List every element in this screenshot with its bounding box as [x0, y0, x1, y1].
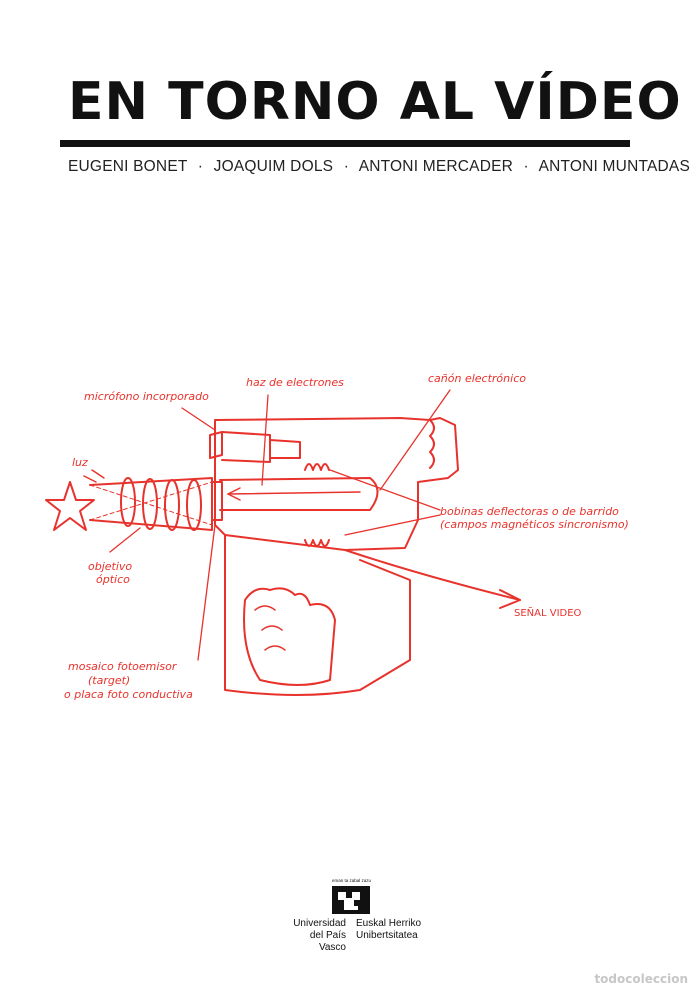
- university-name-es-line: Universidad: [293, 918, 346, 929]
- label-target-1: mosaico fotoemisor: [68, 660, 178, 673]
- label-electron-gun: cañón electrónico: [428, 372, 526, 385]
- leader-line: [197, 524, 216, 661]
- university-name-es: Universidad del País Vasco: [284, 918, 346, 954]
- video-signal-cable: [344, 549, 521, 601]
- optical-rays: [89, 481, 213, 526]
- university-name-es-line: del País Vasco: [309, 930, 346, 953]
- viewfinder-housing: [269, 439, 301, 459]
- leader-line: [379, 389, 451, 491]
- lens-element: [120, 477, 136, 527]
- label-video-signal: SEÑAL VIDEO: [514, 606, 582, 619]
- handle-outline: [224, 534, 411, 696]
- label-lens-1: objetivo: [88, 560, 132, 573]
- lens-element: [164, 479, 180, 531]
- light-rays: [83, 469, 105, 483]
- label-electron-beam: haz de electrones: [246, 376, 344, 389]
- label-target-3: o placa foto conductiva: [64, 688, 193, 701]
- university-motto: eman ta zabal zazu: [332, 878, 372, 883]
- book-title: EN TORNO AL VÍDEO: [68, 72, 682, 132]
- author-list: EUGENI BONET · JOAQUIM DOLS · ANTONI MER…: [68, 158, 690, 176]
- light-star-icon: [45, 481, 95, 531]
- label-target-2: (target): [88, 674, 130, 687]
- author-separator: ·: [343, 158, 350, 175]
- author-separator: ·: [523, 158, 529, 175]
- title-rule: [60, 140, 630, 147]
- label-coils-2: (campos magnéticos sincronismo): [440, 518, 629, 531]
- author-name: EUGENI BONET: [68, 158, 188, 175]
- university-name-eu: Euskal Herriko Unibertsitatea: [356, 918, 421, 942]
- leader-line: [329, 469, 441, 536]
- camera-body-outline: [214, 417, 459, 551]
- lens-element: [142, 478, 158, 530]
- university-name-eu-line: Unibertsitatea: [356, 930, 418, 941]
- label-microphone: micrófono incorporado: [84, 390, 209, 403]
- deflection-coil-top: [304, 463, 330, 471]
- hand-drawing: [243, 587, 336, 686]
- deflection-coil-bottom: [304, 539, 330, 547]
- label-light: luz: [72, 456, 88, 469]
- target-plate: [211, 481, 223, 521]
- author-name: JOAQUIM DOLS: [213, 158, 334, 175]
- watermark: todocoleccion: [594, 972, 688, 986]
- microphone-housing: [221, 431, 271, 463]
- label-coils-1: bobinas deflectoras o de barrido: [440, 505, 619, 518]
- leader-line: [181, 407, 216, 431]
- label-lens-2: óptico: [96, 573, 130, 586]
- signal-arrow: [499, 589, 521, 609]
- leader-line: [109, 527, 141, 553]
- leader-line: [261, 394, 269, 486]
- author-name: ANTONI MERCADER: [358, 158, 514, 175]
- hand-fingers: [254, 605, 286, 651]
- lens-barrel: [89, 477, 213, 531]
- electron-beam-line: [227, 491, 361, 495]
- author-separator: ·: [197, 158, 204, 175]
- university-logo-icon: [332, 886, 370, 914]
- author-name: ANTONI MUNTADAS: [538, 158, 690, 175]
- lens-element: [186, 479, 202, 531]
- beam-arrow: [227, 487, 241, 501]
- university-name-eu-line: Euskal Herriko: [356, 918, 422, 929]
- pickup-tube: [219, 477, 379, 511]
- microphone-box: [209, 431, 223, 459]
- eyepiece-grip: [429, 419, 435, 469]
